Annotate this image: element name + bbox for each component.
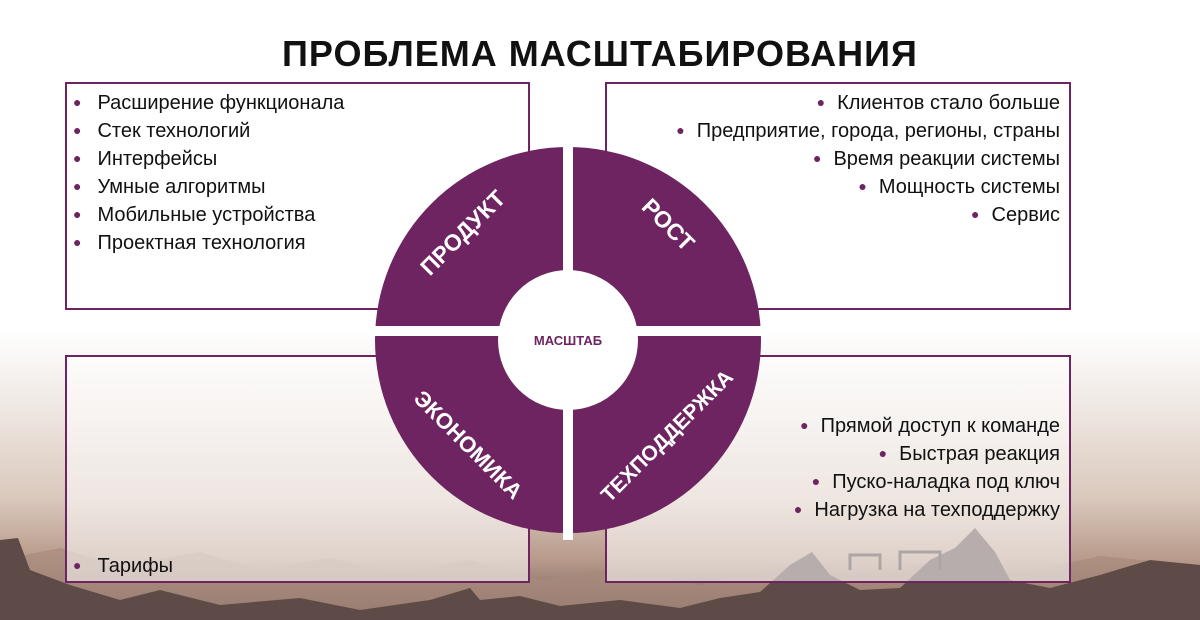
- bullet-icon: ●: [73, 206, 82, 222]
- support-item-text: Нагрузка на техподдержку: [814, 499, 1060, 521]
- product-list: ● Расширение функционала ● Стек технологий…: [73, 88, 344, 256]
- list-item: ● Прямой доступ к команде: [794, 411, 1060, 439]
- growth-item-text: Мощность системы: [878, 176, 1060, 198]
- list-item: ● Расширение функционала: [73, 88, 344, 116]
- near-rocks: [0, 528, 1200, 620]
- list-item: ● Интерфейсы: [73, 144, 344, 172]
- economics-list: ● Тарифы: [73, 551, 173, 579]
- list-item: ● Умные алгоритмы: [73, 172, 344, 200]
- bullet-icon: ●: [793, 501, 803, 517]
- growth-item-text: Время реакции системы: [833, 148, 1060, 170]
- wheel-center-circle: [498, 270, 638, 410]
- list-item: ● Клиентов стало больше: [676, 88, 1060, 116]
- list-item: ● Мобильные устройства: [73, 200, 344, 228]
- product-item-text: Стек технологий: [97, 120, 251, 142]
- wheel-center-label: МАСШТАБ: [534, 333, 602, 348]
- economics-item-text: Тарифы: [97, 555, 174, 577]
- list-item: ● Сервис: [676, 200, 1060, 228]
- list-item: ● Мощность системы: [676, 172, 1060, 200]
- bullet-icon: ●: [878, 445, 888, 461]
- list-item: ● Пуско-наладка под ключ: [794, 467, 1060, 495]
- bullet-icon: ●: [816, 94, 826, 110]
- product-item-text: Интерфейсы: [97, 148, 218, 170]
- support-item-text: Быстрая реакция: [899, 443, 1060, 465]
- growth-list: ● Клиентов стало больше ● Предприятие, гор…: [676, 88, 1060, 228]
- bullet-icon: ●: [73, 122, 82, 138]
- bullet-icon: ●: [800, 417, 809, 433]
- support-item-text: Пуско-наладка под ключ: [832, 471, 1060, 493]
- list-item: ● Быстрая реакция: [794, 439, 1060, 467]
- bullet-icon: ●: [73, 150, 82, 166]
- support-list: ● Прямой доступ к команде ● Быстрая реакци…: [794, 411, 1060, 523]
- list-item: ● Проектная технология: [73, 228, 344, 256]
- bullet-icon: ●: [858, 178, 867, 194]
- bullet-icon: ●: [73, 557, 82, 573]
- product-item-text: Умные алгоритмы: [97, 176, 266, 198]
- product-item-text: Проектная технология: [97, 232, 306, 254]
- bullet-icon: ●: [812, 150, 822, 166]
- growth-item-text: Клиентов стало больше: [837, 92, 1060, 114]
- list-item: ● Время реакции системы: [676, 144, 1060, 172]
- bullet-icon: ●: [811, 473, 821, 489]
- list-item: ● Предприятие, города, регионы, страны: [676, 116, 1060, 144]
- list-item: ● Стек технологий: [73, 116, 344, 144]
- list-item: ● Тарифы: [73, 551, 173, 579]
- growth-item-text: Сервис: [991, 204, 1061, 226]
- growth-item-text: Предприятие, города, регионы, страны: [696, 120, 1060, 142]
- bullet-icon: ●: [73, 234, 82, 250]
- list-item: ● Нагрузка на техподдержку: [794, 495, 1060, 523]
- page-title: ПРОБЛЕМА МАСШТАБИРОВАНИЯ: [282, 33, 918, 74]
- product-item-text: Мобильные устройства: [97, 204, 316, 226]
- bullet-icon: ●: [971, 206, 980, 222]
- bullet-icon: ●: [73, 94, 82, 110]
- product-item-text: Расширение функционала: [97, 92, 345, 114]
- bullet-icon: ●: [73, 178, 82, 194]
- bullet-icon: ●: [676, 122, 685, 138]
- support-item-text: Прямой доступ к команде: [820, 415, 1060, 437]
